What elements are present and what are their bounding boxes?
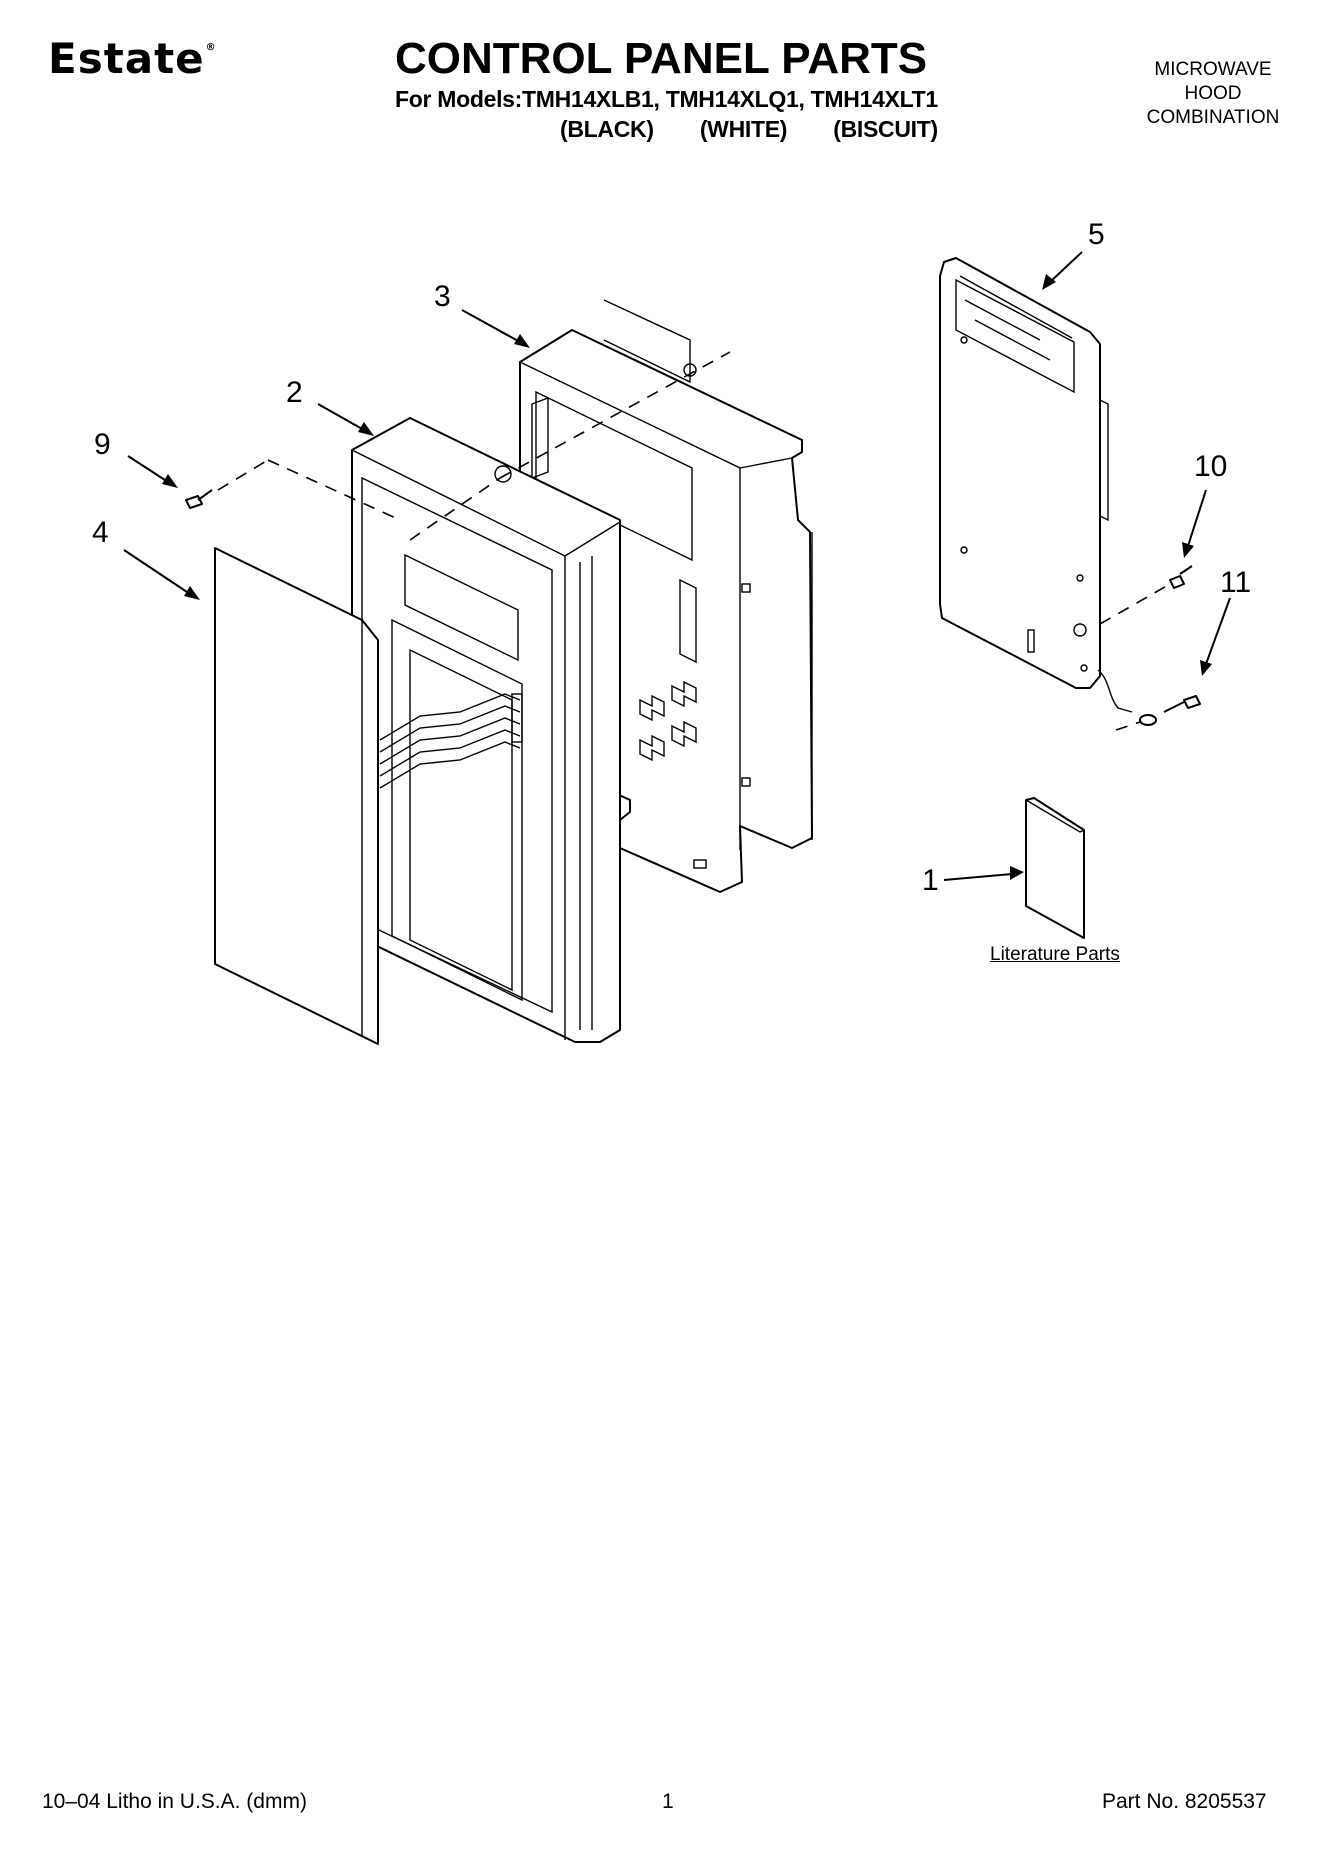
model-list: For Models:TMH14XLB1, TMH14XLQ1, TMH14XL… (395, 86, 938, 112)
part-1-literature (1025, 797, 1085, 939)
part-5-control-board (939, 257, 1133, 713)
part-number: Part No. 8205537 (1102, 1790, 1267, 1813)
leader-1 (943, 866, 1024, 881)
part-4-overlay (214, 547, 379, 1045)
leader-5 (1042, 251, 1083, 290)
product-type-line-3: COMBINATION (1146, 107, 1280, 128)
model-colors: (BLACK) (WHITE) (BISCUIT) (560, 116, 978, 143)
callout-3: 3 (434, 280, 451, 313)
callout-5: 5 (1088, 218, 1105, 251)
leader-3 (461, 309, 530, 348)
leader-11 (1200, 597, 1231, 676)
part-9-screw (185, 489, 213, 509)
leader-2 (317, 403, 374, 436)
color-black: (BLACK) (560, 116, 654, 142)
callout-4: 4 (92, 516, 109, 549)
product-type-line-2: HOOD (1184, 83, 1242, 104)
assembly-line-9 (217, 459, 269, 491)
assembly-line-11 (1115, 721, 1141, 731)
leader-10 (1182, 489, 1207, 558)
leader-4 (123, 549, 200, 600)
product-type: MICROWAVE HOOD COMBINATION (1128, 58, 1298, 130)
brand-name: Estate (48, 34, 205, 83)
callout-2: 2 (286, 376, 303, 409)
literature-parts-label: Literature Parts (990, 944, 1120, 965)
assembly-line-10 (1099, 583, 1171, 625)
litho-note: 10–04 Litho in U.S.A. (dmm) (42, 1790, 307, 1813)
part-11-screw (1139, 695, 1201, 726)
leader-9 (127, 455, 178, 488)
callout-11: 11 (1220, 566, 1252, 599)
registered-mark: ® (205, 42, 217, 53)
page-title: CONTROL PANEL PARTS (395, 34, 928, 83)
callout-1: 1 (922, 864, 939, 897)
part-10-screw (1169, 565, 1193, 589)
callout-9: 9 (94, 428, 111, 461)
brand-logo: Estate® (48, 34, 217, 83)
color-white: (WHITE) (699, 116, 788, 142)
part-2-panel-frame (351, 417, 621, 1043)
callout-10: 10 (1194, 450, 1228, 483)
product-type-line-1: MICROWAVE (1154, 59, 1272, 80)
page-number: 1 (662, 1790, 674, 1813)
assembly-line-9b (267, 459, 401, 521)
assembly-line-3 (499, 351, 731, 479)
color-biscuit: (BISCUIT) (833, 116, 938, 142)
assembly-line-2 (409, 477, 501, 541)
